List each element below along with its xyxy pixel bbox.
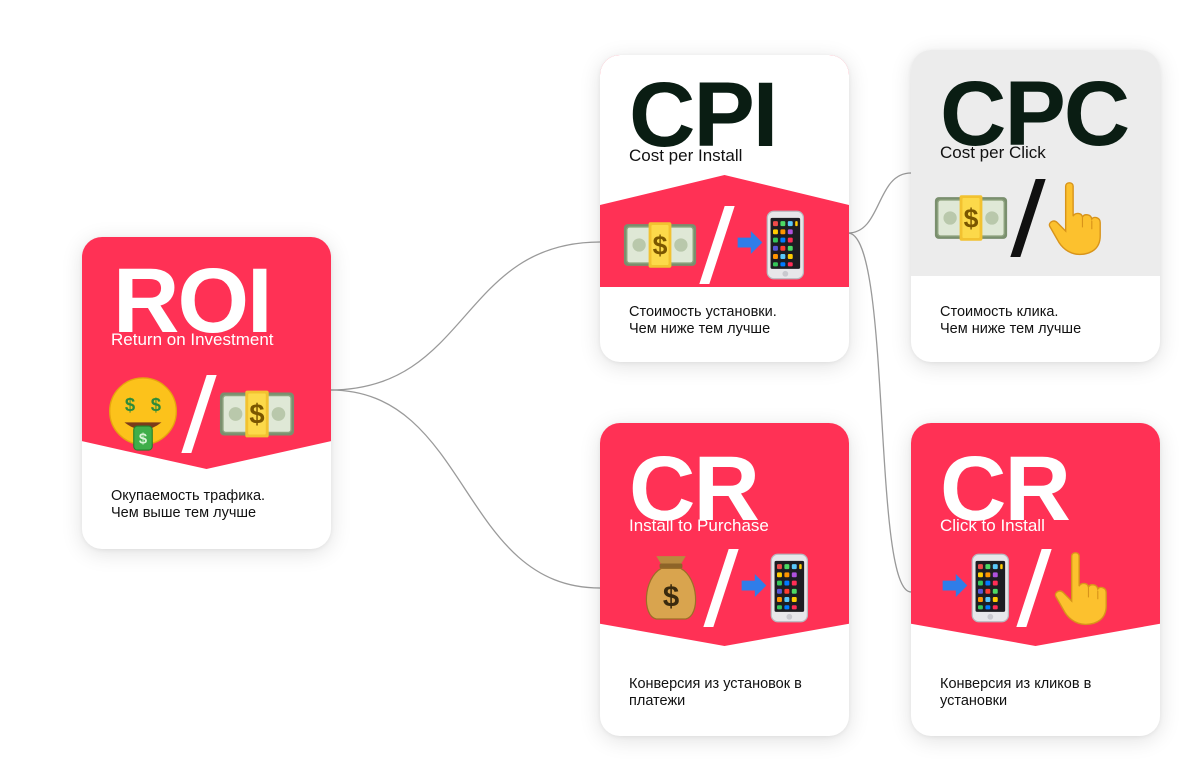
divide-slash [181,375,217,453]
card-description: Стоимость установки. Чем ниже тем лучше [629,304,777,337]
card-formula [106,374,296,454]
card-cpc: CPC Cost per Click Стоимость клика. Чем … [911,50,1160,362]
dollar-banknote-icon [218,386,296,442]
card-cr-click-to-install: CR Click to Install Конверсия из кликов … [911,423,1160,736]
card-description: Конверсия из установок в платежи [629,676,802,709]
card-subtitle: Install to Purchase [629,516,769,535]
dollar-banknote-icon [622,217,698,273]
card-abbreviation: CPI [629,64,778,166]
connector-cpi-cpc [847,172,912,234]
card-subtitle: Click to Install [940,516,1045,535]
dollar-banknote-icon [933,190,1009,246]
card-formula [640,548,814,628]
divide-slash [703,549,739,627]
connector-cpi-cr-install [847,232,912,593]
card-roi: ROI Return on Investment Окупаемость тра… [82,237,331,549]
pointing-hand-icon [1053,550,1109,626]
card-subtitle: Return on Investment [111,330,274,349]
card-description: Конверсия из кликов в установки [940,676,1092,709]
divide-slash [1010,179,1046,257]
card-description: Стоимость клика. Чем ниже тем лучше [940,304,1082,337]
card-formula [941,548,1109,628]
card-abbreviation: ROI [113,250,273,352]
card-abbreviation: CR [940,438,1071,540]
card-abbreviation: CR [629,438,760,540]
mobile-arrow-icon [736,205,810,285]
mobile-arrow-icon [740,548,814,628]
card-formula [933,178,1103,258]
connector-roi-cpi [329,241,601,391]
card-cpi: CPI Cost per Install Стоимость установки… [600,55,849,362]
card-abbreviation: CPC [940,63,1130,165]
mobile-arrow-icon [941,548,1015,628]
card-formula [622,205,810,285]
money-bag-icon [640,550,702,626]
card-cr-install-to-purchase: CR Install to Purchase Конверсия из уста… [600,423,849,736]
divide-slash [699,206,735,284]
money-mouth-face-icon [106,374,180,454]
card-subtitle: Cost per Click [940,143,1046,162]
connector-roi-cr-purchase [329,389,601,589]
card-subtitle: Cost per Install [629,146,743,165]
card-description: Окупаемость трафика. Чем выше тем лучше [111,488,266,521]
pointing-hand-icon [1047,180,1103,256]
divide-slash [1016,549,1052,627]
card-header [911,423,1160,646]
